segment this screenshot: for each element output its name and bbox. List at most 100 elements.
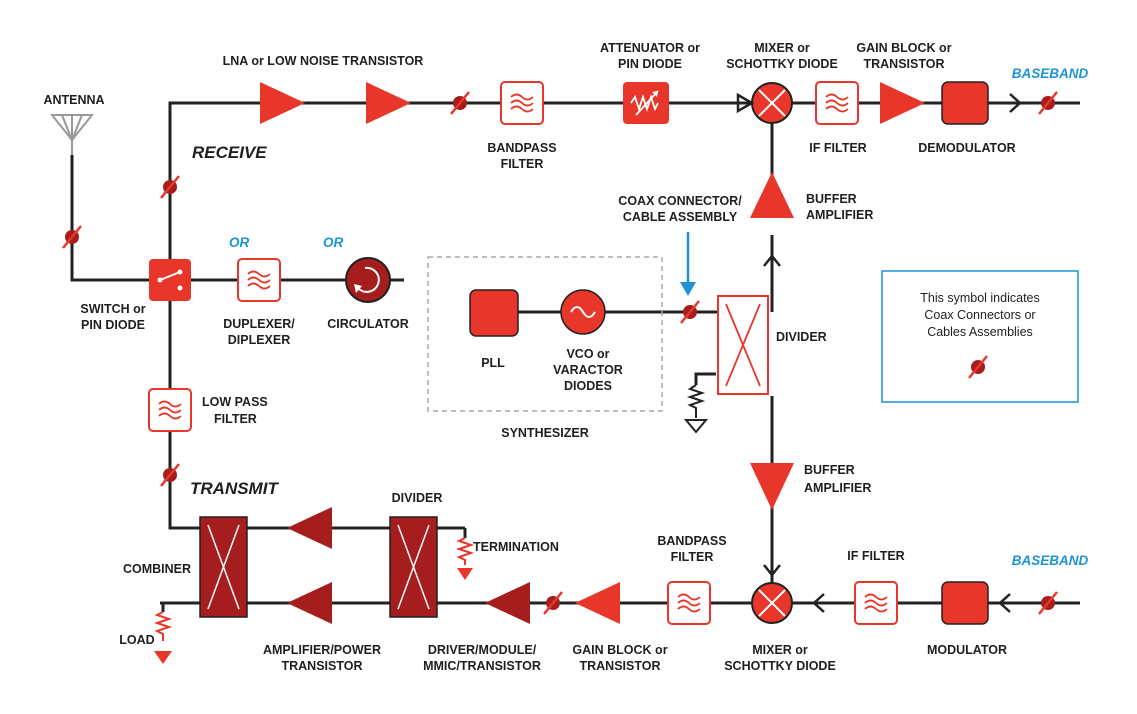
buffer-amplifier-rx — [750, 172, 794, 218]
label-lowpass-1: LOW PASS — [202, 395, 268, 409]
load-ground — [154, 651, 172, 664]
label-gain-rx-2: TRANSISTOR — [863, 57, 944, 71]
coax-symbol — [449, 90, 471, 116]
vco-icon — [560, 289, 606, 335]
arrow-into-mixer-rx — [736, 92, 755, 114]
bandpass-filter-rx — [500, 81, 544, 125]
driver-amplifier — [485, 582, 530, 624]
termination-resistor — [455, 537, 475, 565]
if-filter-rx — [815, 81, 859, 125]
label-mixer-rx-1: MIXER or — [754, 41, 810, 55]
demodulator-block — [941, 81, 989, 125]
coax-symbol — [1037, 590, 1059, 616]
label-amp-power-2: TRANSISTOR — [281, 659, 362, 673]
label-receive: RECEIVE — [192, 143, 267, 162]
label-synthesizer: SYNTHESIZER — [501, 426, 589, 440]
label-antenna: ANTENNA — [43, 93, 104, 107]
termination-ground — [457, 568, 473, 580]
label-combiner: COMBINER — [123, 562, 191, 576]
label-termination: TERMINATION — [473, 540, 559, 554]
label-switch-2: PIN DIODE — [81, 318, 145, 332]
coax-pointer-arrowhead — [680, 282, 696, 296]
divider-right — [717, 295, 769, 395]
label-modulator: MODULATOR — [927, 643, 1007, 657]
label-buffer-rx-2: AMPLIFIER — [806, 208, 873, 222]
gain-block-tx — [575, 582, 620, 624]
circulator-icon — [345, 257, 391, 303]
labels: ANTENNA LNA or LOW NOISE TRANSISTOR RECE… — [43, 41, 1088, 673]
label-buffer-rx-1: BUFFER — [806, 192, 857, 206]
label-mixer-rx-2: SCHOTTKY DIODE — [726, 57, 838, 71]
label-bandpass-rx-2: FILTER — [501, 157, 544, 171]
mixer-rx-icon — [751, 82, 793, 124]
label-amp-power-1: AMPLIFIER/POWER — [263, 643, 381, 657]
label-attenuator-1: ATTENUATOR or — [600, 41, 700, 55]
modulator-block — [941, 581, 989, 625]
label-vco-2: VARACTOR — [553, 363, 623, 377]
switch-icon — [149, 259, 191, 301]
duplexer-icon — [237, 258, 281, 302]
label-bandpass-tx-2: FILTER — [671, 550, 714, 564]
label-gain-rx-1: GAIN BLOCK or — [856, 41, 951, 55]
mixer-tx-icon — [751, 582, 793, 624]
legend-line-2: Coax Connectors or — [924, 308, 1035, 322]
label-coax-1: COAX CONNECTOR/ — [618, 194, 742, 208]
buffer-amplifier-tx — [750, 463, 794, 510]
gain-block-rx — [880, 82, 925, 124]
label-lowpass-2: FILTER — [214, 412, 257, 426]
arrow-into-mixer-from-if — [812, 593, 825, 613]
label-duplexer-1: DUPLEXER/ — [223, 317, 295, 331]
label-lna: LNA or LOW NOISE TRANSISTOR — [223, 54, 424, 68]
lna-amplifier-2 — [366, 82, 411, 124]
label-duplexer-2: DIPLEXER — [228, 333, 291, 347]
label-or-1: OR — [229, 235, 250, 250]
label-bandpass-tx-1: BANDPASS — [657, 534, 726, 548]
power-amplifier-upper — [287, 507, 332, 549]
label-driver-1: DRIVER/MODULE/ — [428, 643, 537, 657]
attenuator-icon — [623, 82, 669, 124]
coax-symbol — [679, 299, 701, 325]
ground-icon — [683, 419, 709, 434]
label-transmit: TRANSMIT — [190, 479, 279, 498]
antenna-icon — [49, 114, 95, 155]
legend-line-1: This symbol indicates — [920, 291, 1040, 305]
label-vco-1: VCO or — [566, 347, 609, 361]
pll-block — [469, 289, 519, 337]
if-filter-tx — [854, 581, 898, 625]
label-demodulator: DEMODULATOR — [918, 141, 1015, 155]
label-gain-tx-2: TRANSISTOR — [579, 659, 660, 673]
arrow-baseband-tx — [998, 593, 1011, 613]
label-bandpass-rx-1: BANDPASS — [487, 141, 556, 155]
label-load: LOAD — [119, 633, 154, 647]
label-pll: PLL — [481, 356, 505, 370]
combiner-block — [199, 516, 248, 618]
synthesizer-box — [427, 256, 663, 412]
power-amplifier-lower — [287, 582, 332, 624]
bandpass-filter-tx — [667, 581, 711, 625]
label-vco-3: DIODES — [564, 379, 612, 393]
arrow-divider-up — [763, 253, 781, 267]
label-gain-tx-1: GAIN BLOCK or — [572, 643, 667, 657]
label-driver-2: MMIC/TRANSISTOR — [423, 659, 541, 673]
label-divider-right: DIVIDER — [776, 330, 827, 344]
arrow-baseband-rx — [1009, 93, 1022, 113]
label-divider-tx: DIVIDER — [392, 491, 443, 505]
lna-amplifier-1 — [260, 82, 305, 124]
label-if-filter-rx: IF FILTER — [809, 141, 866, 155]
low-pass-filter — [148, 388, 192, 432]
coax-symbol — [542, 590, 564, 616]
label-buffer-tx-1: BUFFER — [804, 463, 855, 477]
label-coax-2: CABLE ASSEMBLY — [623, 210, 738, 224]
label-if-filter-tx: IF FILTER — [847, 549, 904, 563]
label-mixer-tx-1: MIXER or — [752, 643, 808, 657]
legend-box — [881, 270, 1079, 403]
label-attenuator-2: PIN DIODE — [618, 57, 682, 71]
label-buffer-tx-2: AMPLIFIER — [804, 481, 871, 495]
label-baseband-rx: BASEBAND — [1012, 66, 1089, 81]
label-circulator: CIRCULATOR — [327, 317, 408, 331]
arrow-into-mixer-tx — [763, 564, 781, 578]
label-or-2: OR — [323, 235, 344, 250]
divider-termination-resistor — [686, 384, 706, 418]
label-baseband-tx: BASEBAND — [1012, 553, 1089, 568]
load-resistor — [153, 611, 173, 641]
